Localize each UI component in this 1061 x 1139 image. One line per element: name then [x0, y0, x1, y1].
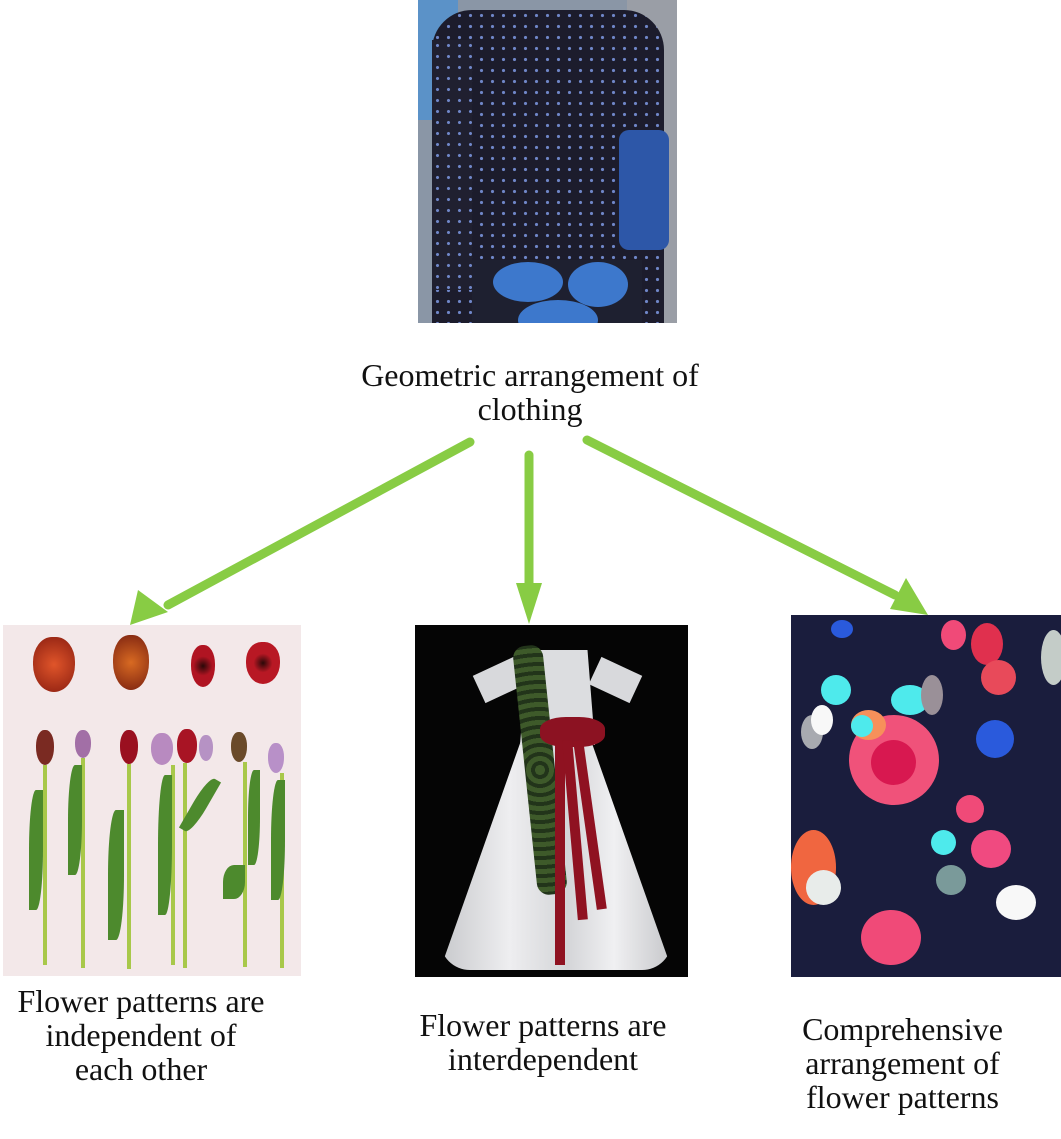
- arrow-left-shaft: [163, 437, 475, 610]
- tulip-stem: [243, 762, 247, 967]
- tulip-bud: [151, 733, 173, 765]
- caption-line: each other: [74, 1051, 208, 1087]
- caption-line: independent of: [45, 1017, 237, 1053]
- tulip-stem: [43, 765, 47, 965]
- tulip-bud: [36, 730, 54, 765]
- tulip-bud: [268, 743, 284, 773]
- tulip-stem: [171, 765, 175, 965]
- tulip-bud: [231, 732, 247, 762]
- tulip-leaf: [108, 810, 124, 940]
- white-flower: [811, 705, 833, 735]
- caption-line: interdependent: [447, 1041, 639, 1077]
- white-flower: [806, 870, 841, 905]
- floral-pattern-image: [791, 615, 1061, 977]
- tulip-bud: [120, 730, 138, 764]
- arrow-right-shaft: [582, 435, 900, 600]
- tulip-head: [246, 642, 280, 684]
- arrow-left-head: [130, 590, 168, 625]
- tulip-stem: [183, 763, 187, 968]
- tulip-bud: [199, 735, 213, 761]
- tulip-head: [113, 635, 149, 690]
- caption-line: Flower patterns are: [419, 1007, 667, 1043]
- tulip-stem: [127, 764, 131, 969]
- tulip-leaf: [223, 865, 245, 899]
- root-caption-line-1: Geometric arrangement of: [361, 357, 699, 393]
- red-bow: [540, 717, 605, 747]
- red-flower: [971, 623, 1003, 665]
- caption-independent: Flower patterns are independent of each …: [0, 984, 282, 1086]
- caption-line: arrangement of: [805, 1045, 1000, 1081]
- tulip-leaf: [248, 770, 260, 865]
- tulip-head: [191, 645, 215, 687]
- interdependent-dress-image: [415, 625, 688, 977]
- tulip-leaf: [158, 775, 172, 915]
- cyan-flower: [851, 715, 873, 737]
- grey-leaf: [936, 865, 966, 895]
- caption-comprehensive: Comprehensive arrangement of flower patt…: [770, 1012, 1035, 1114]
- root-caption-line-2: clothing: [477, 391, 583, 427]
- red-ribbon: [555, 740, 565, 965]
- cyan-flower: [821, 675, 851, 705]
- tulip-stem: [81, 758, 85, 968]
- root-caption: Geometric arrangement of clothing: [320, 358, 740, 426]
- grey-leaf: [921, 675, 943, 715]
- caption-line: Comprehensive: [802, 1011, 1003, 1047]
- independent-tulips-image: [3, 625, 301, 976]
- tulip-leaf: [29, 790, 43, 910]
- grey-leaf: [1041, 630, 1061, 685]
- arrow-center-head: [516, 583, 542, 624]
- geometric-clothing-image: [418, 0, 677, 323]
- tulip-bud: [177, 729, 197, 763]
- pink-flower: [861, 910, 921, 965]
- blue-flower: [976, 720, 1014, 758]
- pink-flower: [971, 830, 1011, 868]
- jacket-right-sleeve: [619, 130, 669, 250]
- blue-flower: [831, 620, 853, 638]
- pink-flower-center: [871, 740, 916, 785]
- caption-line: flower patterns: [806, 1079, 999, 1115]
- red-flower: [981, 660, 1016, 695]
- arrow-right-head: [890, 578, 928, 615]
- tulip-leaf: [68, 765, 82, 875]
- tulip-head: [33, 637, 75, 692]
- caption-line: Flower patterns are: [17, 983, 265, 1019]
- blue-circle-motif: [518, 300, 598, 323]
- caption-interdependent: Flower patterns are interdependent: [388, 1008, 698, 1076]
- blue-circle-motif: [493, 262, 563, 302]
- blue-circle-motif: [568, 262, 628, 307]
- white-flower: [996, 885, 1036, 920]
- jacket-left-sleeve: [432, 40, 472, 290]
- cyan-flower: [931, 830, 956, 855]
- pink-flower: [956, 795, 984, 823]
- pink-flower: [941, 620, 966, 650]
- dress-right-sleeve: [588, 656, 643, 704]
- tulip-leaf: [271, 780, 285, 900]
- tulip-bud: [75, 730, 91, 758]
